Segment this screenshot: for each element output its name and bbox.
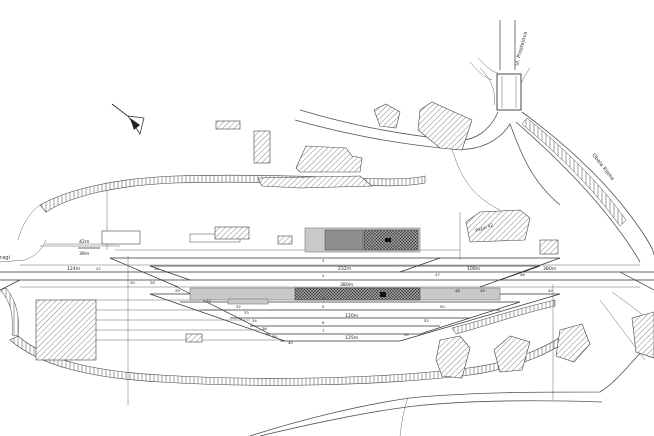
- embankment-north: [0, 174, 426, 263]
- warehouse: [35, 299, 97, 361]
- switch-number: 47: [435, 272, 440, 277]
- switch-number: 40: [288, 340, 293, 345]
- north-arrow-icon: [111, 103, 145, 135]
- switch-number: 14: [154, 266, 159, 271]
- switch-number: 46: [520, 272, 525, 277]
- river: Obala Rijeka: [515, 111, 654, 263]
- track-length-label: 42m: [79, 239, 90, 245]
- switch-number: 33: [244, 310, 249, 315]
- switch-number: 49: [480, 288, 485, 293]
- switch-number: 34: [252, 318, 257, 323]
- switch-number: 28: [150, 280, 155, 285]
- building: [253, 130, 271, 164]
- building: [539, 239, 559, 255]
- switch-number: 36: [262, 326, 267, 331]
- switch-number: 52: [424, 318, 429, 323]
- street-label-left: ragi: [0, 255, 10, 261]
- station-building: [324, 229, 364, 251]
- building: [631, 311, 654, 359]
- track-length-label: 120m: [345, 313, 359, 319]
- building: [295, 145, 363, 173]
- building: [277, 235, 293, 245]
- track-length-label: 380m: [543, 266, 557, 272]
- building: [417, 101, 473, 151]
- labels: Pazin 42 ragi 42m 39m 124m 232m 108m 380…: [0, 222, 557, 345]
- switch-number: 48: [455, 288, 460, 293]
- track-number: 1: [322, 296, 325, 301]
- tracks: [0, 245, 654, 342]
- building: [214, 226, 250, 240]
- roads-south: [249, 291, 654, 436]
- freight-shed: [101, 230, 141, 245]
- track-length-label: 124m: [67, 266, 81, 272]
- track-number: 2: [322, 273, 325, 278]
- bridge: [496, 73, 522, 111]
- track-length-label: 380m: [340, 282, 354, 288]
- building-label: Pazin 42: [475, 222, 495, 233]
- switch-number: 35: [206, 298, 211, 303]
- switch-number: 54: [404, 332, 409, 337]
- track-number: 6: [322, 320, 325, 325]
- street-label-top: ul. Prostejova: [514, 31, 529, 66]
- track-length-label: 232m: [338, 266, 352, 272]
- building: [555, 323, 591, 363]
- switch-number: 50: [440, 304, 445, 309]
- buildings: [35, 101, 654, 379]
- track-number: 5: [322, 304, 325, 309]
- building: [257, 175, 373, 189]
- switch-number: 22: [96, 266, 101, 271]
- track-length-label: 39m: [79, 251, 90, 257]
- switch-number: 42: [548, 288, 553, 293]
- track-length-label: 108m: [467, 266, 481, 272]
- switch-number: 29: [175, 288, 180, 293]
- platform-canopy: [294, 287, 421, 301]
- building: [215, 120, 241, 130]
- river-label: Obala Rijeka: [590, 153, 615, 182]
- switch-number: 38: [272, 334, 277, 339]
- track-number: 7: [322, 328, 325, 333]
- building: [493, 335, 531, 373]
- building: [373, 103, 401, 129]
- track-length-label: 125m: [345, 335, 359, 341]
- switch-number: 32: [236, 304, 241, 309]
- embankment-left: [0, 287, 19, 337]
- track-number: 3: [322, 258, 325, 263]
- building-pazin: [465, 209, 531, 243]
- switch-number: 30: [130, 280, 135, 285]
- building: [185, 333, 203, 343]
- building: [435, 335, 471, 379]
